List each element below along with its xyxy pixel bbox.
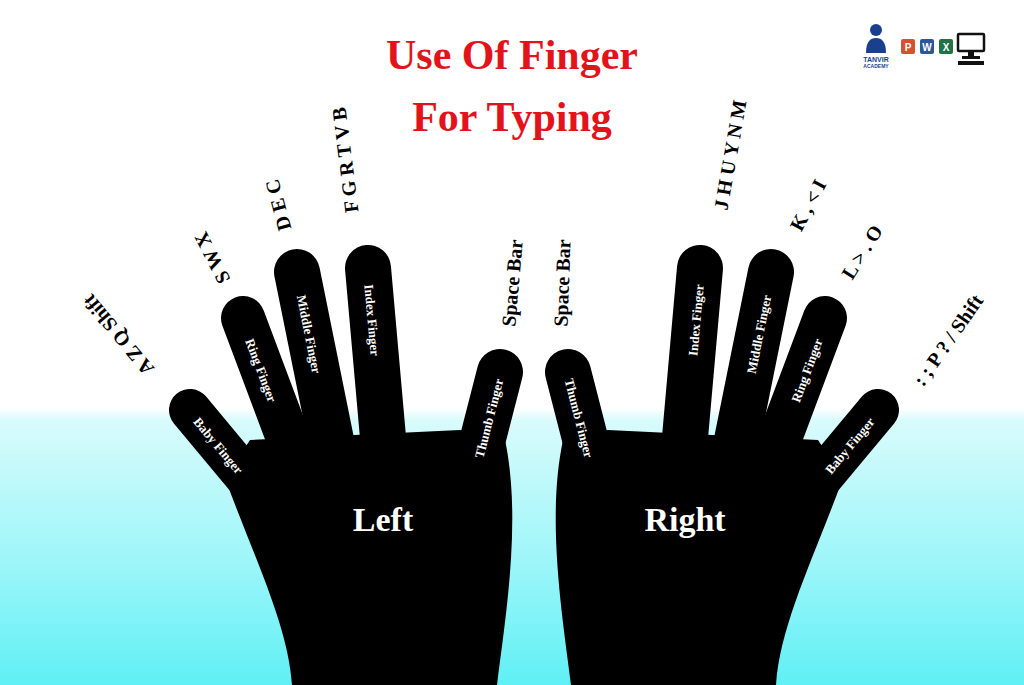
word-icon xyxy=(920,39,934,54)
left-hand: LeftBaby FingerRing FingerMiddle FingerI… xyxy=(150,240,540,685)
hand-silhouette xyxy=(528,240,918,685)
hand-silhouette xyxy=(150,240,540,685)
key-list: K , < I xyxy=(785,176,830,235)
right-hand: RightThumb FingerIndex FingerMiddle Fing… xyxy=(528,240,918,685)
monitor-base xyxy=(962,56,980,59)
title: Use Of Finger For Typing xyxy=(362,24,662,148)
space-bar-label: Space Bar xyxy=(497,239,527,328)
space-bar-label: Space Bar xyxy=(549,239,574,327)
key-list: S W X xyxy=(190,229,235,288)
key-list: D E C xyxy=(261,177,296,233)
hand-label: Left xyxy=(353,501,413,539)
key-list: L > . O xyxy=(837,221,887,283)
powerpoint-icon xyxy=(901,39,915,54)
icon-letter: X xyxy=(943,41,950,52)
logo-text: TANVIR xyxy=(863,56,889,64)
monitor-stand xyxy=(968,51,974,56)
icon-letter: W xyxy=(922,41,931,52)
key-list: A Z Q Shift xyxy=(78,290,158,379)
finger-shape xyxy=(190,410,265,500)
hand-label: Right xyxy=(644,501,725,539)
monitor-icon xyxy=(958,34,984,51)
key-list: : ; P ? / Shift xyxy=(909,290,988,390)
excel-icon xyxy=(939,39,953,54)
key-list: J H U Y N M xyxy=(710,98,751,211)
icon-letter: P xyxy=(905,41,912,52)
logo-text: ACADEMY xyxy=(863,64,888,70)
logo-head xyxy=(870,24,882,36)
key-list: F G R T V B xyxy=(328,106,363,214)
finger-shape xyxy=(803,410,878,500)
logo-body xyxy=(866,38,886,53)
keyboard-icon xyxy=(958,61,984,65)
